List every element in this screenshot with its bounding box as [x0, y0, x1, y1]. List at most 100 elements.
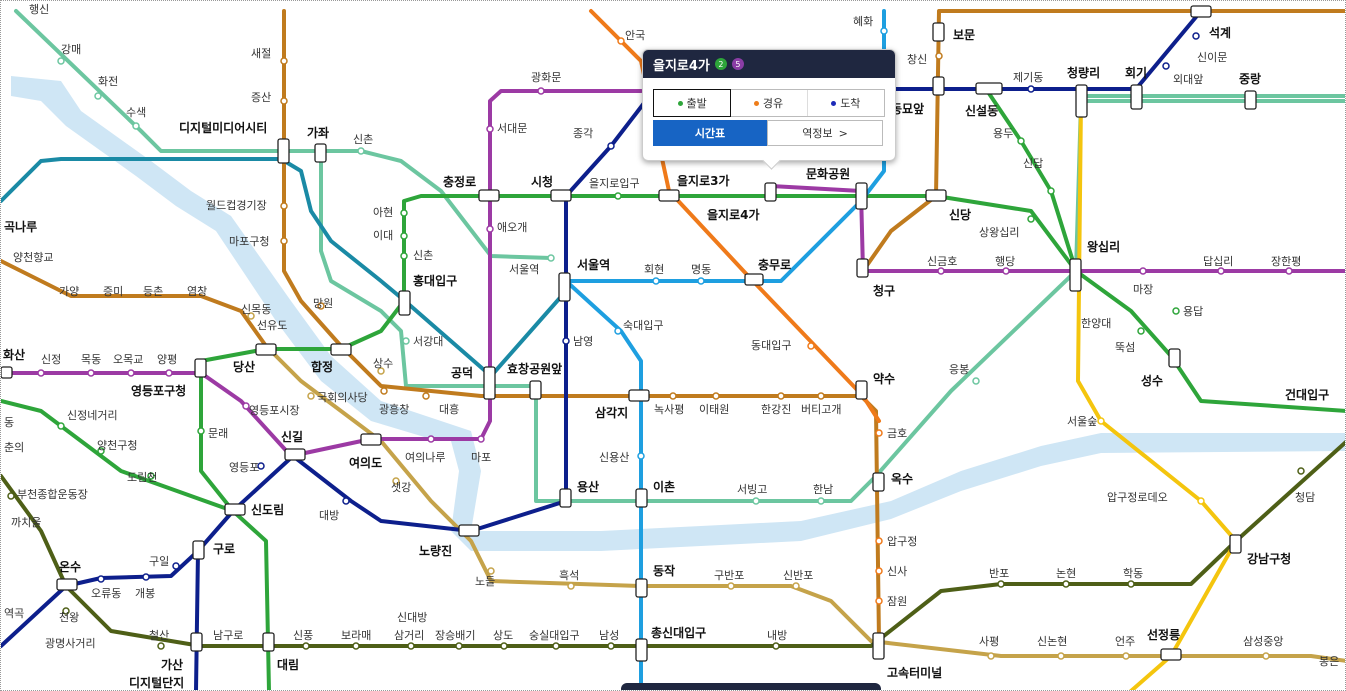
station-dot[interactable] [617, 37, 625, 45]
station-dot[interactable] [817, 392, 825, 400]
label-seoulsup[interactable]: 서울숲 [1067, 415, 1097, 428]
label-kkachiul[interactable]: 까치울 [11, 516, 41, 529]
station-dot[interactable] [972, 377, 980, 385]
label-cheonggu[interactable]: 청구 [873, 283, 895, 298]
station-dot[interactable] [875, 597, 883, 605]
label-yangpyeong[interactable]: 양평 [157, 353, 177, 366]
label-chungmuro[interactable]: 충무로 [758, 257, 791, 272]
station-dot[interactable] [400, 252, 408, 260]
station-dot[interactable] [1057, 652, 1065, 660]
label-gukhoe[interactable]: 국회의사당 [317, 391, 368, 404]
label-daeheung[interactable]: 대흥 [439, 402, 459, 416]
station-dot[interactable] [875, 567, 883, 575]
station-dot[interactable] [165, 369, 173, 377]
label-wangsimni[interactable]: 왕십리 [1087, 239, 1120, 254]
station-dot[interactable] [1047, 187, 1055, 195]
station-dot[interactable] [777, 392, 785, 400]
transfer-chungjeongno[interactable] [478, 189, 500, 202]
station-dot[interactable] [1097, 417, 1105, 425]
label-cheolsan[interactable]: 철산 [149, 629, 169, 642]
via-button[interactable]: 경유 [730, 90, 808, 116]
label-jamwon[interactable]: 잠원 [887, 595, 907, 608]
label-gasan[interactable]: 가산 [161, 657, 183, 672]
label-seobinggo[interactable]: 서빙고 [737, 483, 767, 496]
label-gwanghwamun[interactable]: 광화문 [531, 71, 561, 84]
station-dot[interactable] [637, 452, 645, 460]
station-dot[interactable] [427, 435, 435, 443]
bottom-panel-handle[interactable] [621, 683, 881, 690]
label-sangdo[interactable]: 상도 [493, 629, 513, 642]
station-dot[interactable] [197, 427, 205, 435]
label-sinchon[interactable]: 신촌 [413, 249, 433, 262]
station-dot[interactable] [1017, 137, 1025, 145]
label-sangsu[interactable]: 상수 [373, 357, 393, 370]
station-dot[interactable] [307, 392, 315, 400]
label-gajwa[interactable]: 가좌 [307, 125, 329, 140]
label-eungbong[interactable]: 응봉 [949, 363, 969, 376]
station-dot[interactable] [1002, 267, 1010, 275]
station-dot[interactable] [352, 642, 360, 650]
station-dot[interactable] [792, 582, 800, 590]
station-dot[interactable] [1122, 652, 1130, 660]
station-dot[interactable] [712, 392, 720, 400]
transfer-hongdae[interactable] [398, 290, 411, 316]
station-dot[interactable] [280, 97, 288, 105]
label-hongdae[interactable]: 홍대입구 [413, 273, 457, 288]
label-mokdong[interactable]: 목동 [81, 353, 101, 366]
label-changsin[interactable]: 창신 [907, 53, 927, 66]
station-dot[interactable] [380, 387, 388, 395]
station-dot[interactable] [875, 429, 883, 437]
station-info-button[interactable]: 역정보 > [767, 120, 883, 146]
station-dot[interactable] [880, 27, 888, 35]
transfer-chongsin[interactable] [635, 638, 648, 662]
transfer-yongsan[interactable] [559, 488, 572, 508]
transfer-seongsu[interactable] [1168, 348, 1181, 368]
station-dot[interactable] [1127, 580, 1135, 588]
label-hangangjin[interactable]: 한강진 [761, 403, 791, 416]
station-dot[interactable] [614, 327, 622, 335]
label-yongdu[interactable]: 용두 [993, 127, 1013, 140]
station-dot[interactable] [422, 392, 430, 400]
label-janghanpyeong[interactable]: 장한평 [1271, 255, 1301, 268]
label-mangwon[interactable]: 망원 [313, 297, 333, 310]
label-sinyongsan[interactable]: 신용산 [599, 451, 629, 464]
station-dot[interactable] [87, 369, 95, 377]
transfer-sindang[interactable] [925, 189, 947, 202]
label-yongdap[interactable]: 용답 [1183, 305, 1203, 318]
label-sindap[interactable]: 신답 [1023, 157, 1043, 170]
transfer-hoegi[interactable] [1130, 84, 1143, 110]
transfer-hwagok[interactable] [1, 366, 13, 379]
label-oedae[interactable]: 외대앞 [1173, 73, 1203, 86]
label-samgeori[interactable]: 삼거리 [394, 629, 424, 642]
label-boramae[interactable]: 보라매 [341, 629, 371, 642]
station-dot[interactable] [280, 237, 288, 245]
label-express[interactable]: 고속터미널 [887, 665, 942, 680]
station-dot[interactable] [97, 575, 105, 583]
label-dorimcheon[interactable]: 도림천 [127, 470, 157, 484]
label-singeumho[interactable]: 신금호 [927, 255, 957, 268]
station-dot[interactable] [132, 122, 140, 130]
transfer-hapjeong[interactable] [330, 343, 352, 356]
label-mapo[interactable]: 마포 [471, 451, 491, 464]
label-sinjeongnegeori[interactable]: 신정네거리 [67, 409, 118, 422]
label-haengsin[interactable]: 행신 [29, 3, 49, 16]
station-dot[interactable] [127, 369, 135, 377]
label-seoulyeok[interactable]: 서울역 [577, 257, 610, 272]
label-nonhyeon[interactable]: 논현 [1056, 567, 1076, 580]
station-dot[interactable] [652, 277, 660, 285]
label-myeongdong[interactable]: 명동 [691, 263, 711, 276]
station-dot[interactable] [317, 302, 325, 310]
station-dot[interactable] [392, 477, 400, 485]
label-samgakji[interactable]: 삼각지 [595, 405, 628, 420]
station-dot[interactable] [697, 277, 705, 285]
label-guil[interactable]: 구일 [149, 554, 169, 568]
label-seonjeongneung[interactable]: 선정릉 [1147, 627, 1180, 642]
station-dot[interactable] [142, 573, 150, 581]
station-dot[interactable] [500, 642, 508, 650]
station-dot[interactable] [147, 472, 155, 480]
label-hwagok[interactable]: 화산 [3, 347, 25, 362]
label-omokgyo[interactable]: 오목교 [113, 353, 143, 366]
label-eonju[interactable]: 언주 [1115, 635, 1135, 648]
transfer-dongjak[interactable] [635, 578, 648, 598]
